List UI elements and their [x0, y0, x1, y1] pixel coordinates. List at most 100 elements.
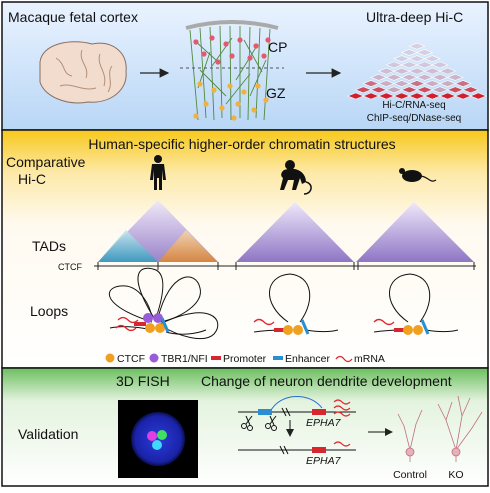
gene-label-bottom: EPHA7	[306, 455, 342, 467]
hic-cell	[416, 73, 434, 81]
legend-enhancer-swatch	[273, 356, 283, 360]
legend-promoter-label: Promoter	[223, 353, 267, 365]
hic-cell	[385, 73, 403, 81]
human-ctcf-1	[145, 323, 155, 333]
panel1-right-title: Ultra-deep Hi-C	[366, 9, 463, 25]
hic-cell	[423, 92, 441, 100]
hic-cell	[439, 67, 457, 75]
hic-cell	[370, 86, 388, 94]
hic-cell	[469, 92, 487, 100]
legend-tbr1-swatch	[149, 353, 159, 363]
legend-tbr1-label: TBR1/NFI	[161, 353, 208, 365]
hic-cell	[362, 92, 380, 100]
mouse-icon	[399, 168, 437, 182]
panel2-title: Human-specific higher-order chromatin st…	[88, 136, 395, 152]
legend-mrna-swatch	[335, 355, 353, 363]
cortex-illustration	[180, 20, 284, 121]
legend-ctcf-label: CTCF	[117, 353, 145, 365]
hic-cell	[423, 67, 441, 75]
mrna-low	[333, 441, 351, 447]
hic-cell	[393, 92, 411, 100]
ctcf-axis	[94, 262, 476, 270]
dendrite-title: Change of neuron dendrite development	[201, 373, 452, 389]
ko-label: KO	[448, 469, 463, 481]
control-neuron	[397, 409, 423, 462]
promoter-block-bottom	[312, 447, 326, 453]
scissors-icon	[241, 415, 277, 431]
hic-cell	[408, 67, 426, 75]
loops-label: Loops	[30, 303, 68, 319]
fish-image	[118, 400, 198, 478]
control-label: Control	[393, 469, 427, 481]
method-label-2: ChIP-seq/DNase-seq	[367, 113, 461, 124]
human-tbr1-2	[153, 313, 163, 323]
hic-cell	[362, 80, 380, 87]
hic-cell	[400, 86, 418, 94]
human-tads	[98, 200, 218, 262]
hic-cell	[416, 49, 434, 56]
validation-label: Validation	[18, 426, 78, 442]
tads-label: TADs	[32, 238, 66, 254]
panel-validation: 3D FISH Change of neuron dendrite develo…	[1, 367, 489, 487]
ko-neuron	[437, 395, 483, 462]
panel-chromatin-structures: Human-specific higher-order chromatin st…	[1, 129, 489, 369]
hic-cell	[454, 80, 472, 87]
hic-cell	[446, 86, 464, 94]
hic-cell	[408, 80, 426, 87]
promoter-block-top	[312, 409, 326, 415]
mrna-high	[333, 399, 351, 417]
hic-cell	[400, 49, 418, 56]
mouse-loop	[373, 273, 459, 335]
hic-cell	[431, 73, 449, 81]
hic-label: Hi-C	[18, 171, 46, 187]
fish-title: 3D FISH	[116, 373, 170, 389]
hic-cell	[377, 92, 395, 100]
hic-cell	[454, 92, 472, 100]
hic-cell	[416, 86, 434, 94]
legend-promoter-swatch	[211, 356, 221, 360]
hic-cell	[462, 86, 480, 94]
monkey-loop	[253, 273, 339, 335]
hic-cell	[408, 55, 426, 63]
hic-cell	[347, 92, 365, 100]
hic-cell	[431, 61, 449, 69]
panel-hic-overview: Macaque fetal cortex Ultra-deep Hi-C	[1, 1, 489, 131]
human-tbr1-1	[143, 313, 153, 323]
hic-cell	[354, 86, 372, 94]
hic-cell	[423, 80, 441, 87]
cp-label: CP	[268, 39, 287, 55]
comparative-label: Comparative	[6, 154, 86, 170]
gene-label-top: EPHA7	[306, 417, 342, 429]
hic-cell	[400, 73, 418, 81]
hic-cell	[400, 61, 418, 69]
legend-enhancer-label: Enhancer	[285, 353, 330, 365]
hic-cell	[408, 92, 426, 100]
hic-cell	[385, 86, 403, 94]
ctcf-axis-label: CTCF	[58, 262, 82, 272]
enhancer-block	[258, 409, 272, 415]
human-ctcf-2	[155, 323, 165, 333]
gz-label: GZ	[266, 85, 286, 101]
legend-mrna-label: mRNA	[354, 353, 385, 365]
legend-ctcf-swatch	[105, 353, 115, 363]
hic-cell	[439, 80, 457, 87]
hic-heatmap	[347, 42, 487, 100]
monkey-tad	[236, 202, 354, 262]
hic-cell	[393, 55, 411, 63]
hic-cell	[446, 73, 464, 81]
legend: CTCF TBR1/NFI Promoter Enhancer mRNA	[105, 353, 385, 365]
hic-cell	[439, 92, 457, 100]
hic-cell	[431, 86, 449, 94]
hic-cell	[416, 61, 434, 69]
human-promoter	[134, 322, 146, 326]
hic-cell	[393, 80, 411, 87]
panel1-left-title: Macaque fetal cortex	[8, 9, 138, 25]
hic-cell	[393, 67, 411, 75]
hic-cell	[385, 61, 403, 69]
hic-cell	[370, 73, 388, 81]
hic-cell	[408, 42, 426, 50]
human-icon	[150, 155, 166, 190]
hic-cell	[423, 55, 441, 63]
